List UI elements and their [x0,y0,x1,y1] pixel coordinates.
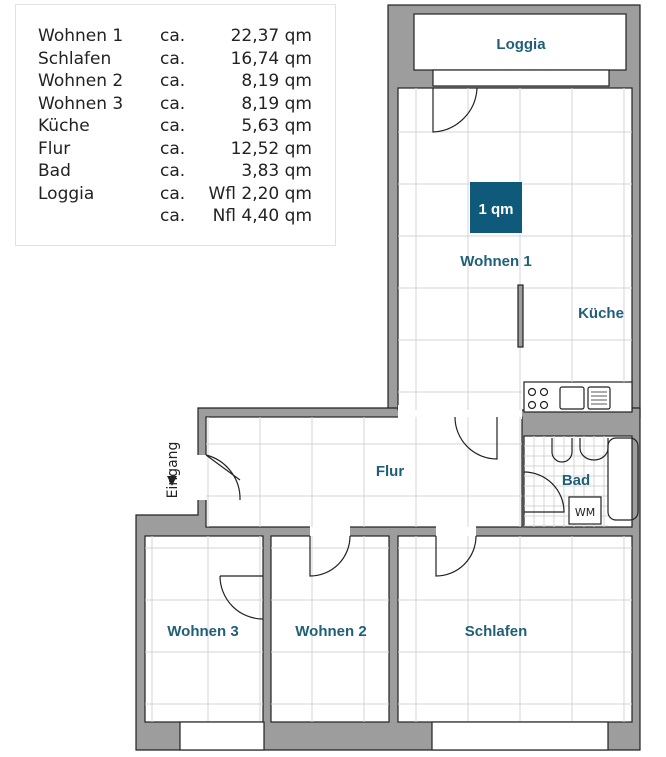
legend-row: Flur ca. 12,52 qm [38,138,312,161]
washing-machine [568,496,602,525]
label-bad: Bad [562,472,590,489]
legend-room: Schlafen [38,48,112,69]
label-eingang: Eingang [165,442,181,499]
legend-row: Wohnen 1 ca. 22,37 qm [38,25,312,48]
room-wohnen1-kueche [397,87,633,411]
legend-area: Nfl 4,40 qm [212,206,312,226]
legend-room: Wohnen 1 [38,26,124,46]
room-loggia [413,13,627,71]
legend-ca: ca. [160,138,186,159]
drainboard-icon [587,386,611,410]
legend-room: Küche [38,116,90,136]
label-wohnen2: Wohnen 2 [295,623,366,640]
entrance-arrow-icon [167,476,177,486]
grid-lines [145,88,632,722]
legend-ca: ca. [160,183,186,204]
legend-area: 8,19 qm [241,93,312,114]
legend-row: Loggia ca. Wfl 2,20 qm [38,183,312,206]
scale-square [470,182,522,233]
door-wohnen2 [309,535,351,577]
label-wohnen3: Wohnen 3 [167,623,238,640]
legend-area: 3,83 qm [241,161,312,181]
legend-area: Wfl 2,20 qm [208,183,312,204]
legend-room: Loggia [38,183,95,204]
door-entrance [205,454,241,501]
label-wohnen1: Wohnen 1 [460,253,531,270]
label-loggia: Loggia [496,36,546,53]
room-schlafen [397,535,633,723]
legend-room: Wohnen 2 [38,71,124,91]
legend-room: Flur [38,138,71,159]
legend-area: 5,63 qm [241,116,312,136]
label-flur: Flur [376,463,404,480]
door-bad [523,471,565,513]
legend-row: Bad ca. 3,83 qm [38,160,312,183]
toilet-icon [551,438,573,463]
legend-row: Küche ca. 5,63 qm [38,115,312,138]
legend-ca: ca. [160,71,186,91]
sink-icon [559,386,585,410]
door-schlafen [435,535,477,577]
label-scale: 1 qm [478,201,513,218]
legend-ca: ca. [160,206,186,226]
legend-room: Bad [38,161,71,181]
sliding-door [517,284,524,348]
legend-area: 12,52 qm [230,138,312,159]
door-loggia [432,87,478,133]
legend-row: ca. Nfl 4,40 qm [38,205,312,228]
window-wohnen3 [179,721,265,751]
window-schlafen [431,721,609,751]
window-loggia [432,69,610,87]
label-wm: WM [575,506,595,519]
legend-row: Schlafen ca. 16,74 qm [38,48,312,71]
label-kueche: Küche [578,305,624,322]
legend-area: 22,37 qm [230,26,312,46]
door-wohnen3 [219,575,264,620]
legend-area: 16,74 qm [230,48,312,69]
legend-ca: ca. [160,161,186,181]
room-wohnen2 [270,535,390,723]
legend-area: 8,19 qm [241,71,312,91]
bathtub-icon [607,437,639,521]
room-wohnen3 [144,535,264,723]
legend-ca: ca. [160,26,186,46]
legend-row: Wohnen 3 ca. 8,19 qm [38,93,312,116]
stove-icon [527,387,537,397]
legend-row: Wohnen 2 ca. 8,19 qm [38,70,312,93]
legend-ca: ca. [160,116,186,136]
legend-room: Wohnen 3 [38,93,124,114]
door-wohnen1 [454,416,498,460]
legend-ca: ca. [160,48,186,69]
label-schlafen: Schlafen [465,623,528,640]
legend-ca: ca. [160,93,186,114]
washbasin-icon [579,438,609,461]
